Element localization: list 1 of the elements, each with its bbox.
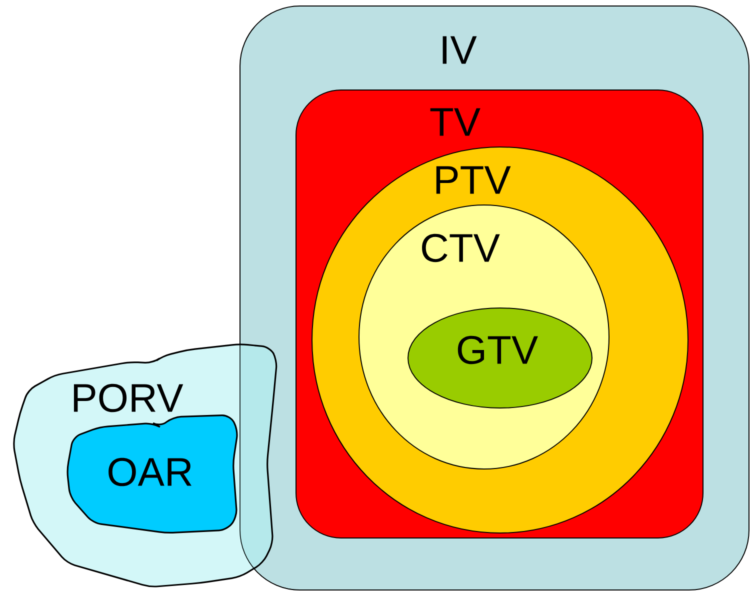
region-blob: OAR (66, 414, 238, 534)
